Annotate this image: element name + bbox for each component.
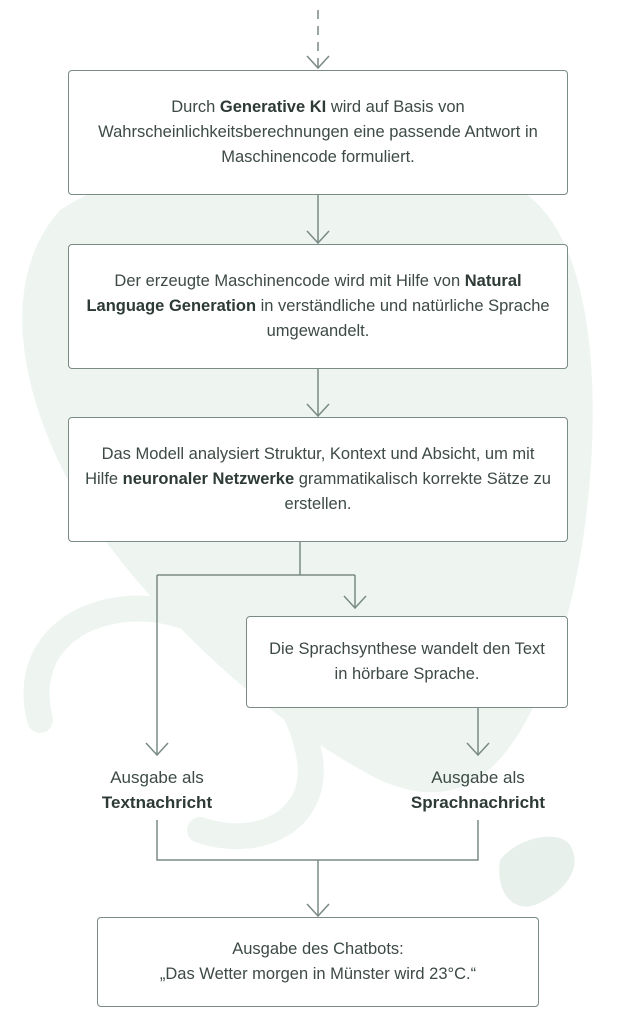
final-quote: „Das Wetter morgen in Münster wird 23°C.… bbox=[159, 965, 477, 983]
arrow-head-1 bbox=[306, 55, 330, 70]
output-voice-label: Ausgabe als Sprachnachricht bbox=[378, 765, 578, 815]
step-text: Der erzeugte Maschinencode wird mit Hilf… bbox=[114, 272, 465, 290]
arrow-head-5 bbox=[145, 742, 169, 757]
step-keyword: neuronaler Netzwerke bbox=[122, 470, 295, 488]
arrow-head-2 bbox=[306, 230, 330, 245]
step-keyword: Generative KI bbox=[219, 98, 327, 116]
output-keyword: Sprachnachricht bbox=[410, 793, 546, 812]
final-line: Ausgabe des Chatbots: bbox=[232, 940, 404, 958]
merge-lines bbox=[156, 820, 479, 861]
final-output: Ausgabe des Chatbots: „Das Wetter morgen… bbox=[97, 917, 539, 1007]
output-keyword: Textnachricht bbox=[101, 793, 213, 812]
step-generative-ki: Durch Generative KI wird auf Basis von W… bbox=[68, 70, 568, 195]
step-text: Das Modell analysiert Struktur, Kontext … bbox=[85, 445, 535, 488]
step-text: Die Sprachsynthese wandelt den Text in h… bbox=[269, 640, 545, 683]
arrow-head-3 bbox=[306, 403, 330, 418]
step-keyword: Natural Language Generation bbox=[86, 272, 522, 315]
step-text: Durch bbox=[171, 98, 220, 116]
arrow-head-7 bbox=[306, 903, 330, 918]
leaf-icon bbox=[499, 836, 575, 907]
step-model: Das Modell analysiert Struktur, Kontext … bbox=[68, 417, 568, 542]
output-text-label: Ausgabe als Textnachricht bbox=[62, 765, 252, 815]
step-text: grammatikalisch korrekte Sätze zu erstel… bbox=[284, 470, 551, 513]
step-speech-synthesis: Die Sprachsynthese wandelt den Text in h… bbox=[246, 616, 568, 708]
arrow-head-6 bbox=[466, 742, 490, 757]
step-text: wird auf Basis von Wahrscheinlichkeitsbe… bbox=[98, 98, 538, 166]
step-text: in verständliche und natürliche Sprache … bbox=[256, 297, 550, 340]
arrow-head-4 bbox=[343, 595, 367, 610]
output-line: Ausgabe als bbox=[431, 768, 525, 787]
output-line: Ausgabe als bbox=[110, 768, 204, 787]
step-nlg: Der erzeugte Maschinencode wird mit Hilf… bbox=[68, 244, 568, 369]
